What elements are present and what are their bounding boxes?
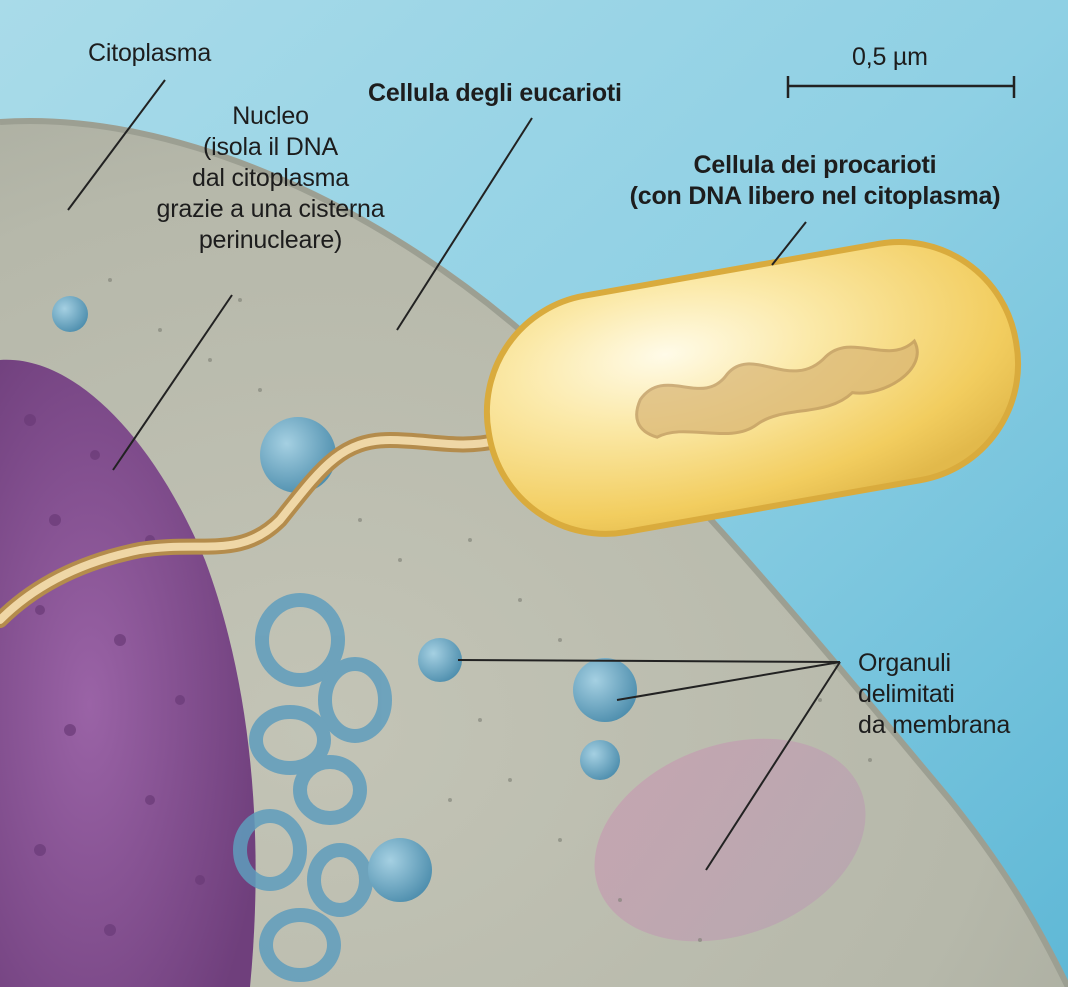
label-organuli-line-1: Organuli [858, 648, 1010, 679]
label-scale-bar: 0,5 µm [852, 42, 928, 73]
label-nucleo-line-4: grazie a una cisterna [118, 194, 423, 225]
label-nucleo: Nucleo (isola il DNA dal citoplasma graz… [118, 101, 423, 256]
label-organuli-line-3: da membrana [858, 710, 1010, 741]
label-nucleo-line-5: perinucleare) [118, 225, 423, 256]
label-procarioti-line-2: (con DNA libero nel citoplasma) [570, 181, 1060, 212]
label-citoplasma: Citoplasma [88, 38, 211, 69]
label-organuli-line-2: delimitati [858, 679, 1010, 710]
label-nucleo-line-3: dal citoplasma [118, 163, 423, 194]
label-cellula-procarioti: Cellula dei procarioti (con DNA libero n… [570, 150, 1060, 212]
label-nucleo-line-2: (isola il DNA [118, 132, 423, 163]
label-procarioti-line-1: Cellula dei procarioti [570, 150, 1060, 181]
label-organuli: Organuli delimitati da membrana [858, 648, 1010, 741]
label-cellula-eucarioti: Cellula degli eucarioti [368, 78, 622, 109]
